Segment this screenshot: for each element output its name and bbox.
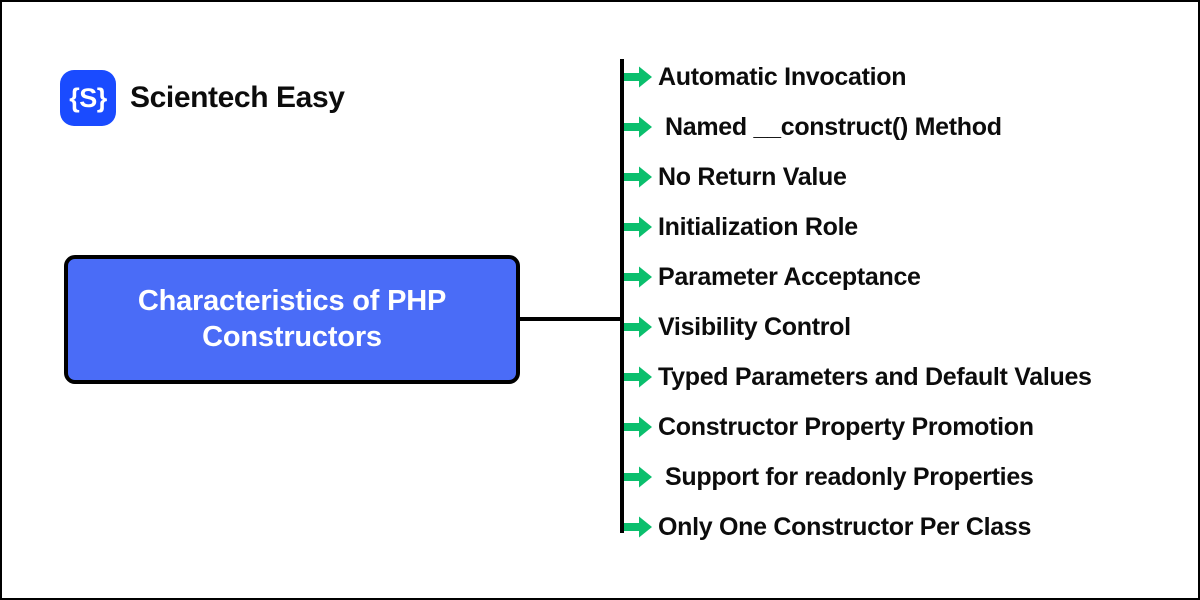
- brand-logo: {S} Scientech Easy: [60, 70, 345, 126]
- green-arrow-icon: [624, 366, 652, 388]
- branch-item: Automatic Invocation: [624, 52, 1184, 102]
- branch-item-label: Support for readonly Properties: [665, 462, 1034, 491]
- branch-item-label: Constructor Property Promotion: [658, 412, 1034, 441]
- green-arrow-icon: [624, 116, 652, 138]
- branch-item-label: No Return Value: [658, 162, 847, 191]
- green-arrow-icon: [624, 516, 652, 538]
- green-arrow-icon: [624, 316, 652, 338]
- branch-item: Only One Constructor Per Class: [624, 502, 1184, 552]
- branch-item-label: Parameter Acceptance: [658, 262, 921, 291]
- branch-item: Constructor Property Promotion: [624, 402, 1184, 452]
- green-arrow-icon: [624, 216, 652, 238]
- brand-name: Scientech Easy: [130, 81, 345, 114]
- green-arrow-icon: [624, 416, 652, 438]
- branch-item: Initialization Role: [624, 202, 1184, 252]
- green-arrow-icon: [624, 166, 652, 188]
- connector-horizontal: [520, 317, 624, 321]
- root-node: Characteristics of PHP Constructors: [64, 255, 520, 384]
- branch-item: Support for readonly Properties: [624, 452, 1184, 502]
- scientech-logo-icon: {S}: [60, 70, 116, 126]
- green-arrow-icon: [624, 266, 652, 288]
- branch-item: Typed Parameters and Default Values: [624, 352, 1184, 402]
- branch-item: Parameter Acceptance: [624, 252, 1184, 302]
- branch-item-label: Initialization Role: [658, 212, 858, 241]
- branch-item: No Return Value: [624, 152, 1184, 202]
- green-arrow-icon: [624, 66, 652, 88]
- branch-item: Visibility Control: [624, 302, 1184, 352]
- branch-item-label: Only One Constructor Per Class: [658, 512, 1032, 541]
- branch-item: Named __construct() Method: [624, 102, 1184, 152]
- branch-item-label: Automatic Invocation: [658, 62, 907, 91]
- branch-item-label: Visibility Control: [658, 312, 851, 341]
- root-node-label: Characteristics of PHP Constructors: [137, 285, 447, 353]
- connector-vertical-spine: [620, 59, 624, 533]
- green-arrow-icon: [624, 466, 652, 488]
- branch-item-label: Named __construct() Method: [665, 112, 1002, 141]
- branch-item-label: Typed Parameters and Default Values: [658, 362, 1092, 391]
- logo-mark-text: {S}: [69, 82, 107, 113]
